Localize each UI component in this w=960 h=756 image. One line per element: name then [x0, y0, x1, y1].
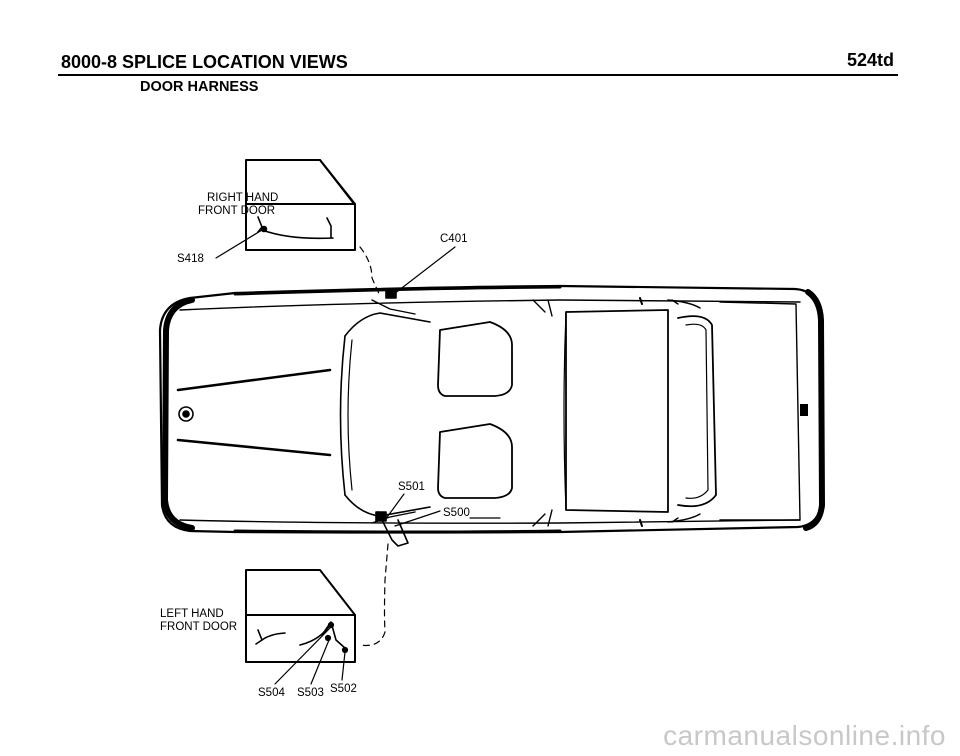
- watermark: carmanualsonline.info: [663, 720, 946, 751]
- subtitle: DOOR HARNESS: [140, 79, 259, 95]
- s504-label: S504: [258, 687, 285, 699]
- rh-door-label-1: RIGHT HAND: [207, 192, 278, 204]
- s418-label: S418: [177, 253, 204, 265]
- s501-label: S501: [398, 481, 425, 493]
- s502-label: S502: [330, 683, 357, 695]
- s504-leader: [274, 626, 332, 685]
- s418-leader: [215, 229, 263, 259]
- lh-door-harness-path: [359, 543, 389, 647]
- lh-door-label-1: LEFT HAND: [160, 608, 224, 620]
- lh-door-label-2: FRONT DOOR: [160, 621, 237, 633]
- s502-leader: [341, 651, 346, 681]
- rh-door-label-2: FRONT DOOR: [198, 205, 275, 217]
- rh-door-harness-path: [359, 246, 381, 297]
- lh-door-inset: [245, 569, 356, 663]
- c401-label: C401: [440, 233, 468, 245]
- c401-leader: [393, 246, 456, 295]
- s500-leader: [394, 510, 441, 527]
- rh-door-inset: [245, 159, 356, 251]
- s503-leader: [310, 639, 330, 685]
- c401-connector: [385, 290, 397, 299]
- s501-leader: [384, 493, 405, 521]
- s503-label: S503: [297, 687, 324, 699]
- car-body: [158, 284, 825, 534]
- header-rule: [58, 74, 898, 76]
- s500-label: S500: [443, 507, 470, 519]
- model-code: 524td: [846, 50, 894, 70]
- lh-door-hinge: [375, 511, 409, 547]
- section-title: 8000-8 SPLICE LOCATION VIEWS: [61, 52, 348, 72]
